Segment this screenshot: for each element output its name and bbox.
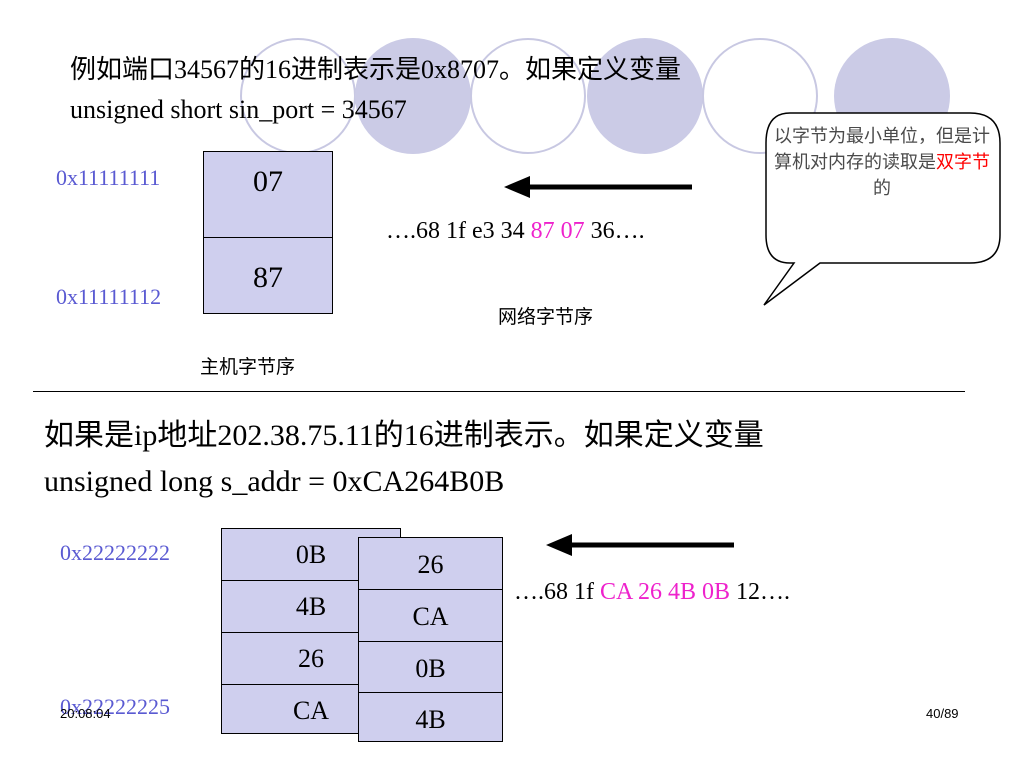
port-example-text: 例如端口34567的16进制表示是0x8707。如果定义变量 [70, 55, 682, 84]
memory-cell: CA [292, 696, 330, 725]
memory-address-top: 0x11111111 [56, 165, 161, 190]
footer-page-number: 40/89 [926, 706, 959, 721]
ip-example-text: 如果是ip地址202.38.75.11的16进制表示。如果定义变量 [44, 419, 764, 452]
host-memory-block-front: 26 CA 0B 4B [358, 537, 503, 742]
callout-bubble [763, 112, 1001, 306]
callout-text: 以字节为最小单位，但是计算机对内存的读取是双字节的 [772, 124, 992, 202]
network-byte-order-label: 网络字节序 [498, 306, 594, 328]
memory-cell: 0B [222, 529, 400, 581]
stream-highlight-bytes: 87 07 [530, 218, 585, 244]
decor-ring-circle [470, 38, 586, 154]
memory-cell: 0B [359, 642, 502, 693]
decor-filled-circle [355, 38, 471, 154]
network-byte-stream: ….68 1f CA 26 4B 0B 12…. [514, 579, 790, 606]
callout-text-highlight: 双字节 [936, 152, 990, 173]
decor-filled-circle [587, 38, 703, 154]
memory-cell: CA [359, 590, 502, 642]
memory-address-bottom: 0x11111112 [56, 284, 162, 309]
memory-address-bottom: 0x22222225 [60, 694, 170, 719]
footer-time: 20:08:04 [60, 706, 111, 721]
stream-prefix: ….68 1f [514, 579, 600, 605]
ip-variable-declaration: unsigned long s_addr = 0xCA264B0B [44, 465, 505, 498]
memory-cell: 87 [253, 261, 283, 294]
memory-cell: 26 [359, 538, 502, 590]
memory-cell: 26 [222, 633, 400, 685]
host-byte-order-label: 主机字节序 [200, 356, 296, 378]
stream-suffix: 12…. [730, 579, 791, 605]
callout-text-after: 的 [873, 178, 891, 199]
stream-highlight-bytes: CA 26 4B 0B [600, 579, 731, 605]
section-divider [33, 391, 965, 392]
stream-prefix: ….68 1f e3 34 [386, 218, 531, 244]
callout-text-before: 以字节为最小单位，但是计算机对内存的读取是 [774, 126, 990, 173]
memory-cell: 4B [415, 705, 446, 734]
memory-cell: 07 [204, 152, 332, 238]
stream-suffix: 36…. [584, 218, 645, 244]
memory-address-top: 0x22222222 [60, 540, 170, 565]
host-memory-block: 07 87 [203, 151, 333, 314]
arrow-left-icon [546, 534, 734, 556]
decor-ring-circle [240, 38, 356, 154]
port-variable-declaration: unsigned short sin_port = 34567 [70, 95, 407, 124]
arrow-left-icon [504, 176, 692, 198]
network-byte-stream: ….68 1f e3 34 87 07 36…. [386, 218, 645, 245]
memory-cell: 4B [222, 581, 400, 633]
